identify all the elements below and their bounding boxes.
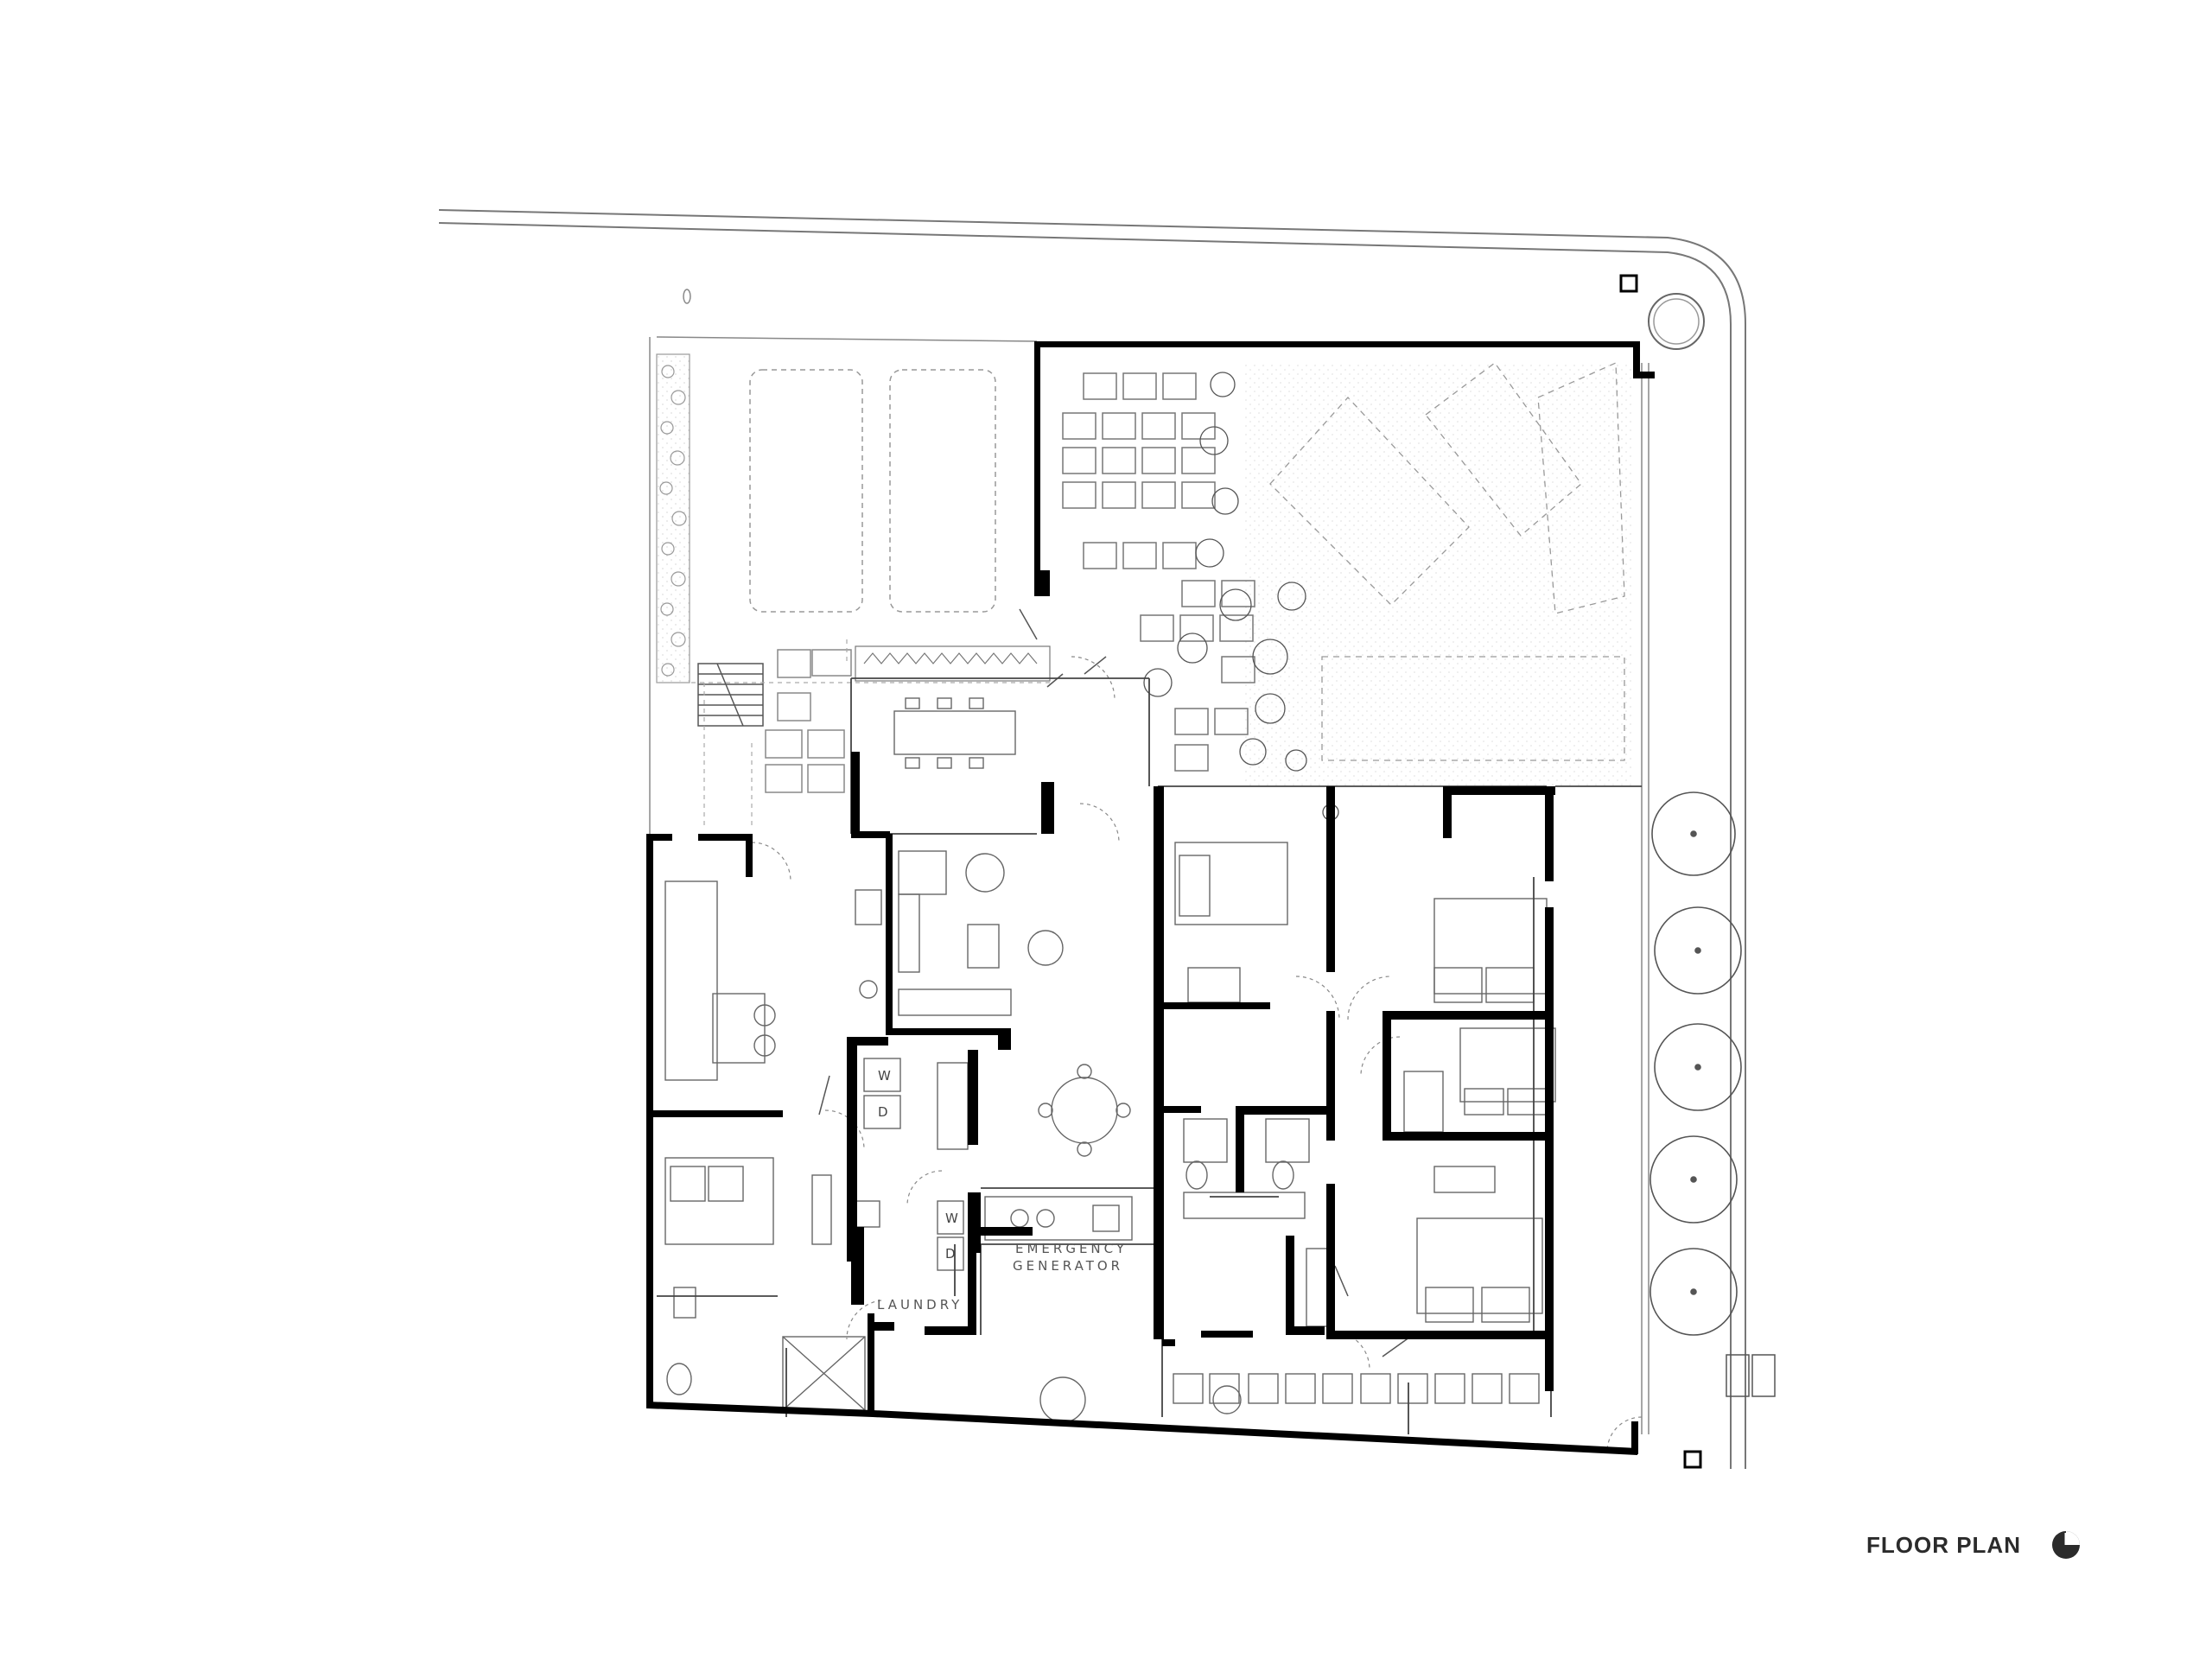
dryer-label-1: D bbox=[878, 1104, 888, 1120]
stone-border bbox=[656, 353, 690, 683]
street-curb bbox=[438, 209, 1746, 1469]
street-fixtures bbox=[1619, 274, 1702, 1469]
planter-hedge bbox=[855, 645, 1051, 682]
furniture bbox=[664, 697, 1556, 1423]
north-arrow-icon bbox=[2052, 1531, 2080, 1559]
courtyard-hatch bbox=[1244, 363, 1633, 786]
exterior-walls bbox=[646, 341, 1655, 1455]
garden-beds bbox=[749, 369, 996, 613]
laundry-label: LAUNDRY bbox=[877, 1297, 963, 1313]
stairs-backyard bbox=[697, 663, 764, 727]
generator-label-line2: GENERATOR bbox=[1013, 1258, 1123, 1274]
backyard-dashed-lines bbox=[657, 639, 1054, 830]
courtyard-pavers bbox=[1062, 372, 1255, 772]
courtyard-plants bbox=[1143, 372, 1339, 821]
washer-label-2: W bbox=[945, 1211, 958, 1226]
entry-posts bbox=[1726, 1354, 1776, 1397]
street-tree-circle bbox=[1648, 293, 1705, 350]
washer-label-1: W bbox=[878, 1068, 891, 1084]
title-block: FLOOR PLAN bbox=[1866, 1529, 2082, 1560]
paver-path bbox=[765, 649, 852, 793]
courtyard-dashed-shapes bbox=[1269, 362, 1625, 761]
dryer-label-2: D bbox=[945, 1246, 956, 1262]
plan-title: FLOOR PLAN bbox=[1866, 1531, 2021, 1558]
side-trees bbox=[1649, 791, 1742, 1336]
generator-label-line1: EMERGENCY bbox=[1015, 1241, 1128, 1256]
property-line bbox=[649, 336, 1649, 1434]
